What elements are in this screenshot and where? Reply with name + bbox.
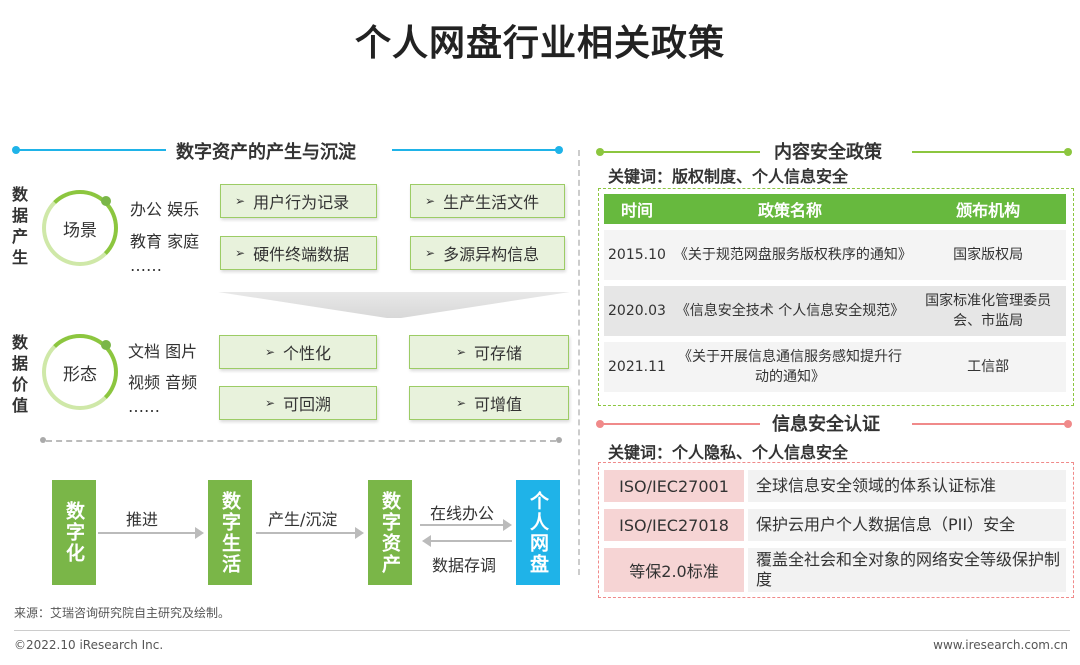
left-section-title: 数字资产的产生与沉淀 xyxy=(176,142,356,163)
center-separator xyxy=(578,150,580,575)
policy-row: 2021.11 《关于开展信息通信服务感知提升行动的通知》 工信部 xyxy=(604,342,1066,392)
flow-box-digital-asset: 数字资产 xyxy=(368,480,412,585)
row1-box-2: ➢生产生活文件 xyxy=(410,184,565,218)
row1-item-line3: …… xyxy=(130,256,162,275)
row1-item-line1: 办公 娱乐 xyxy=(130,200,200,219)
form-ring-dot xyxy=(101,340,111,350)
policy-header-name: 政策名称 xyxy=(669,194,911,224)
flow-arrow3-bottom-label: 数据存调 xyxy=(432,556,497,575)
row1-box-3: ➢硬件终端数据 xyxy=(220,236,377,270)
flow-arrow1-label: 推进 xyxy=(126,510,159,529)
row2-box-3: ➢可回溯 xyxy=(219,386,377,420)
cert-keywords: 关键词：个人隐私、个人信息安全 xyxy=(608,443,849,462)
cert-standard: ISO/IEC27001 xyxy=(604,470,744,502)
source-note: 来源：艾瑞咨询研究院自主研究及绘制。 xyxy=(14,606,231,620)
flow-arrow1 xyxy=(98,527,204,539)
flow-box-digitize: 数字化 xyxy=(52,480,96,585)
cert-line-right xyxy=(912,423,1066,425)
cert-row: ISO/IEC27018 保护云用户个人数据信息（PII）安全 xyxy=(604,509,1066,541)
policy-table-frame xyxy=(598,188,1074,406)
cert-frame xyxy=(598,462,1074,598)
left-section-dot-right xyxy=(555,146,563,154)
row1-box-4: ➢多源异构信息 xyxy=(410,236,565,270)
left-section-line-right xyxy=(392,149,558,151)
policy-name: 《关于开展信息通信服务感知提升行动的通知》 xyxy=(669,342,911,392)
row1-item-line2: 教育 家庭 xyxy=(130,232,200,251)
policy-table: 时间 政策名称 颁布机构 2015.10 《关于规范网盘服务版权秩序的通知》 国… xyxy=(604,188,1066,398)
row2-box-2: ➢可存储 xyxy=(409,335,569,369)
scene-ring: 场景 xyxy=(42,190,118,266)
cert-row: ISO/IEC27001 全球信息安全领域的体系认证标准 xyxy=(604,470,1066,502)
policy-date: 2021.11 xyxy=(604,342,670,392)
flow-arrow3-left xyxy=(422,535,512,547)
row2-vlabel: 数据价值 xyxy=(11,333,28,415)
flow-box-digital-life: 数字生活 xyxy=(208,480,252,585)
cert-desc: 覆盖全社会和全对象的网络安全等级保护制度 xyxy=(748,548,1066,592)
flow-arrow3-right xyxy=(420,519,512,531)
policy-date: 2015.10 xyxy=(604,230,670,280)
cert-line-left xyxy=(600,423,760,425)
row1-vlabel: 数据产生 xyxy=(11,185,28,267)
policy-header-date: 时间 xyxy=(604,194,670,224)
website-link[interactable]: www.iresearch.com.cn xyxy=(933,638,1068,652)
row2-box-4: ➢可增值 xyxy=(409,386,569,420)
row2-item-line2: 视频 音频 xyxy=(128,373,198,392)
row2-item-line1: 文档 图片 xyxy=(128,342,198,361)
policy-section-title: 内容安全政策 xyxy=(774,142,882,163)
page-title: 个人网盘行业相关政策 xyxy=(354,23,725,64)
policy-name: 《信息安全技术 个人信息安全规范》 xyxy=(669,286,911,336)
policy-org: 国家标准化管理委员会、市监局 xyxy=(910,286,1066,336)
cert-standard: ISO/IEC27018 xyxy=(604,509,744,541)
policy-row: 2015.10 《关于规范网盘服务版权秩序的通知》 国家版权局 xyxy=(604,230,1066,280)
cert-section-title: 信息安全认证 xyxy=(772,414,880,435)
policy-line-right xyxy=(912,151,1066,153)
policy-row: 2020.03 《信息安全技术 个人信息安全规范》 国家标准化管理委员会、市监局 xyxy=(604,286,1066,336)
policy-dot-right xyxy=(1064,148,1072,156)
footer-divider xyxy=(14,630,1070,631)
scene-ring-label: 场景 xyxy=(63,220,97,241)
policy-header-org: 颁布机构 xyxy=(910,194,1066,224)
cert-standard: 等保2.0标准 xyxy=(604,548,744,592)
cert-dot-right xyxy=(1064,420,1072,428)
flow-box-personal-drive: 个人网盘 xyxy=(516,480,560,585)
policy-name: 《关于规范网盘服务版权秩序的通知》 xyxy=(669,230,912,280)
left-divider xyxy=(46,440,556,442)
funnel-arrow xyxy=(218,292,570,318)
divider-dot-right xyxy=(556,437,562,443)
form-ring-label: 形态 xyxy=(63,364,97,385)
cert-row: 等保2.0标准 覆盖全社会和全对象的网络安全等级保护制度 xyxy=(604,548,1066,592)
scene-ring-dot xyxy=(101,196,111,206)
form-ring: 形态 xyxy=(42,334,118,410)
flow-arrow3-top-label: 在线办公 xyxy=(430,504,495,523)
row1-box-1: ➢用户行为记录 xyxy=(220,184,377,218)
policy-line-left xyxy=(600,151,760,153)
row2-box-1: ➢个性化 xyxy=(219,335,377,369)
flow-arrow2 xyxy=(256,527,364,539)
flow-arrow2-label: 产生/沉淀 xyxy=(268,510,338,529)
cert-desc: 全球信息安全领域的体系认证标准 xyxy=(748,470,1066,502)
policy-org: 国家版权局 xyxy=(910,230,1066,280)
row2-item-line3: …… xyxy=(128,397,160,416)
cert-desc: 保护云用户个人数据信息（PII）安全 xyxy=(748,509,1066,541)
left-section-line-left xyxy=(16,149,166,151)
policy-keywords: 关键词：版权制度、个人信息安全 xyxy=(608,167,849,186)
divider-dot-left xyxy=(40,437,46,443)
copyright: ©2022.10 iResearch Inc. xyxy=(14,638,164,652)
policy-org: 工信部 xyxy=(910,342,1066,392)
policy-date: 2020.03 xyxy=(604,286,670,336)
